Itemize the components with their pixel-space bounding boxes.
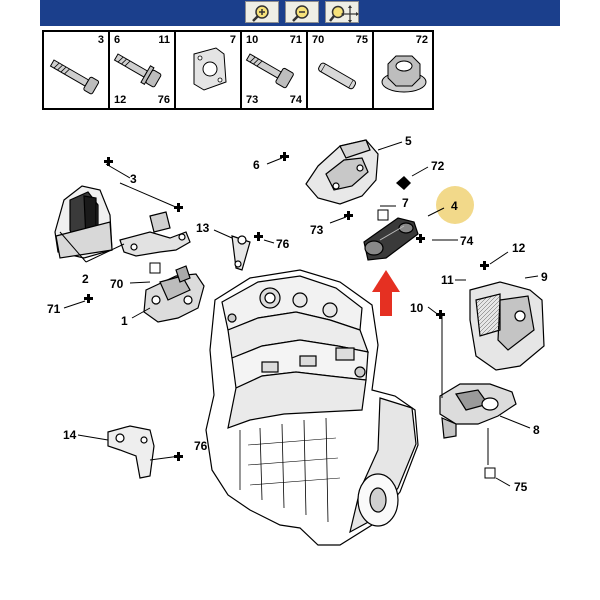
callout-9: 9 [541, 270, 548, 284]
fastener-plus-marker [480, 261, 489, 270]
right-mount-bracket [469, 281, 545, 371]
callout-4: 4 [451, 199, 458, 213]
left-lower-mount [143, 265, 205, 323]
highlight-arrow [372, 270, 400, 316]
callout-14: 14 [63, 428, 77, 442]
stud-marker [484, 467, 496, 479]
callout-6: 6 [253, 158, 260, 172]
fastener-markers [84, 152, 489, 461]
legend-label: 11 [158, 34, 170, 46]
lower-right-mount [439, 383, 517, 439]
callout-3: 3 [130, 172, 137, 186]
zoom-in-icon [252, 5, 269, 22]
legend-label: 70 [312, 34, 325, 46]
legend-label: 10 [246, 34, 259, 46]
legend-cell-bolt-3[interactable]: 3 [44, 32, 110, 108]
callout-74: 74 [460, 234, 474, 248]
plate-marker [377, 209, 389, 221]
zoom-pan-button[interactable] [325, 1, 359, 23]
legend-label: 6 [114, 34, 121, 46]
plate-icon [193, 47, 227, 91]
callout-2: 2 [82, 272, 89, 286]
legend-cell-nut-72[interactable]: 72 [374, 32, 432, 108]
callout-labels: 5 6 72 3 7 4 73 13 76 74 2 12 11 9 70 71… [47, 134, 548, 494]
link-rod [231, 235, 251, 271]
callout-75: 75 [514, 480, 528, 494]
callout-73: 73 [310, 223, 324, 237]
legend-cell-flange-bolt[interactable]: 6 11 12 76 [110, 32, 176, 108]
viewer-toolbar [40, 0, 560, 26]
flange-bolt-icon [113, 53, 162, 88]
callout-13: 13 [196, 221, 210, 235]
zoom-out-button[interactable] [285, 1, 319, 23]
callout-70: 70 [110, 277, 124, 291]
left-bracket [119, 211, 191, 257]
callout-76-upper: 76 [276, 237, 290, 251]
hardware-markers [149, 176, 496, 479]
fastener-plus-marker [254, 232, 263, 241]
upper-right-bracket [305, 139, 379, 205]
fastener-plus-marker [174, 203, 183, 212]
callout-71: 71 [47, 302, 61, 316]
callout-7: 7 [402, 196, 409, 210]
callout-12: 12 [512, 241, 526, 255]
bolt-icon [49, 59, 100, 95]
left-upper-mount [54, 185, 113, 259]
legend-label: 12 [114, 94, 127, 106]
fastener-plus-marker [416, 234, 425, 243]
legend-label: 7 [229, 34, 236, 46]
torque-link [363, 217, 419, 261]
legend-label: 73 [246, 94, 259, 106]
legend-label: 74 [289, 94, 302, 106]
legend-cell-stud[interactable]: 70 75 [308, 32, 374, 108]
legend-label: 71 [289, 34, 302, 46]
fastener-plus-marker [280, 152, 289, 161]
stud-icon [318, 62, 357, 90]
zoom-out-icon [292, 5, 309, 22]
fastener-plus-marker [104, 157, 113, 166]
bolt-icon [245, 53, 294, 89]
legend-label: 3 [97, 34, 104, 46]
zoom-pan-icon [329, 5, 359, 23]
callout-1: 1 [121, 314, 128, 328]
fastener-plus-marker [436, 310, 445, 319]
callout-5: 5 [405, 134, 412, 148]
fastener-plus-marker [174, 452, 183, 461]
engine-block [205, 269, 419, 546]
callout-76-lower: 76 [194, 439, 208, 453]
leader-lines [59, 141, 539, 487]
lower-left-bracket [107, 425, 155, 479]
legend-label: 76 [157, 94, 170, 106]
part-highlight-circle [436, 186, 474, 224]
legend-cell-bolt-10[interactable]: 10 71 73 74 [242, 32, 308, 108]
fastener-plus-marker [84, 294, 93, 303]
fastener-plus-marker [344, 211, 353, 220]
legend-label: 75 [355, 34, 368, 46]
callout-10: 10 [410, 301, 424, 315]
zoom-in-button[interactable] [245, 1, 279, 23]
flange-nut-icon [381, 55, 427, 93]
callout-11: 11 [441, 273, 454, 287]
legend-cell-plate-7[interactable]: 7 [176, 32, 242, 108]
legend-label: 72 [415, 34, 428, 46]
stud-marker [149, 262, 161, 274]
fastener-legend: 3 6 11 12 76 [42, 30, 434, 110]
callout-72: 72 [431, 159, 445, 173]
nut-marker [396, 176, 411, 190]
callout-8: 8 [533, 423, 540, 437]
